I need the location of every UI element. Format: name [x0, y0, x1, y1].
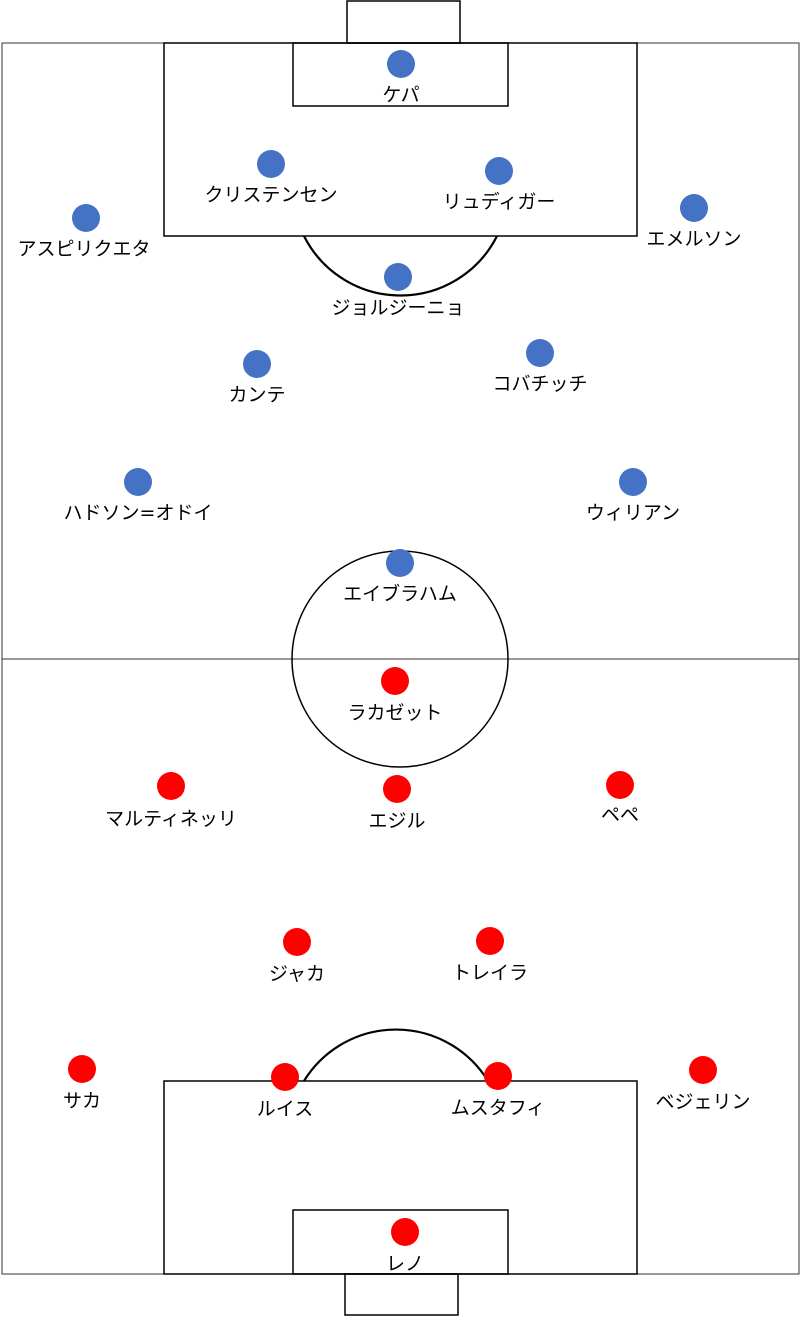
top-penalty-arc [303, 235, 498, 297]
player-name-label: エメルソン [646, 228, 741, 250]
player-marker [271, 1063, 299, 1091]
player-name-label: レノ [386, 1253, 424, 1275]
player-marker [72, 204, 100, 232]
away-player: ムスタフィ [451, 1062, 546, 1119]
home-player: コバチッチ [492, 339, 588, 395]
away-player: ジャカ [269, 928, 325, 985]
player-name-label: ペペ [601, 804, 639, 826]
top-goal-area [292, 42, 509, 107]
player-name-label: ルイス [257, 1098, 313, 1120]
player-name-label: ジャカ [269, 963, 325, 985]
away-player: ペペ [601, 771, 639, 826]
bottom-goal-area [292, 1209, 509, 1275]
player-marker [283, 928, 311, 956]
player-name-label: ムスタフィ [451, 1097, 546, 1119]
player-name-label: ラカゼット [347, 702, 442, 724]
player-name-label: トレイラ [452, 962, 528, 984]
home-player: カンテ [228, 350, 286, 406]
player-marker [526, 339, 554, 367]
player-marker [383, 775, 411, 803]
home-player: エイブラハム [343, 549, 457, 605]
home-player: クリステンセン [204, 150, 338, 206]
player-name-label: リュディガー [443, 191, 556, 213]
player-name-label: サカ [63, 1090, 101, 1112]
player-marker [391, 1218, 419, 1246]
player-name-label: クリステンセン [204, 184, 337, 206]
home-player: リュディガー [443, 157, 556, 213]
bottom-penalty-arc [303, 1028, 489, 1082]
player-marker [381, 667, 409, 695]
player-name-label: アスピリクエタ [17, 238, 150, 260]
player-marker [484, 1062, 512, 1090]
home-player: ケパ [382, 50, 420, 106]
player-name-label: エジル [368, 810, 425, 832]
player-name-label: ケパ [382, 84, 419, 106]
away-player: マルティネッリ [105, 772, 237, 830]
player-marker [68, 1055, 96, 1083]
away-player: サカ [63, 1055, 101, 1112]
player-name-label: ハドソン=オドイ [64, 502, 213, 524]
top-goal [346, 0, 461, 44]
player-marker [157, 772, 185, 800]
player-marker [386, 549, 414, 577]
bottom-goal [344, 1273, 459, 1316]
player-name-label: ベジェリン [655, 1091, 750, 1113]
player-name-label: ジョルジーニョ [331, 297, 464, 319]
away-player: ベジェリン [655, 1056, 751, 1113]
player-name-label: ウィリアン [586, 502, 680, 524]
player-marker [606, 771, 634, 799]
home-player: ハドソン=オドイ [64, 468, 213, 524]
home-player: アスピリクエタ [17, 204, 151, 260]
home-player: ジョルジーニョ [331, 263, 465, 319]
player-marker [257, 150, 285, 178]
player-marker [384, 263, 412, 291]
player-name-label: カンテ [228, 384, 285, 406]
away-player: ルイス [257, 1063, 313, 1120]
player-marker [124, 468, 152, 496]
away-player: エジル [368, 775, 426, 832]
home-player: ウィリアン [586, 468, 680, 524]
away-player: レノ [386, 1218, 424, 1275]
player-marker [476, 927, 504, 955]
away-player: ラカゼット [347, 667, 443, 724]
away-player: トレイラ [452, 927, 528, 984]
player-name-label: エイブラハム [343, 582, 457, 605]
player-marker [387, 50, 415, 78]
home-player: エメルソン [646, 194, 742, 250]
player-marker [243, 350, 271, 378]
player-marker [680, 194, 708, 222]
player-name-label: マルティネッリ [105, 808, 237, 830]
player-name-label: コバチッチ [492, 373, 587, 395]
player-marker [619, 468, 647, 496]
player-marker [485, 157, 513, 185]
player-marker [689, 1056, 717, 1084]
